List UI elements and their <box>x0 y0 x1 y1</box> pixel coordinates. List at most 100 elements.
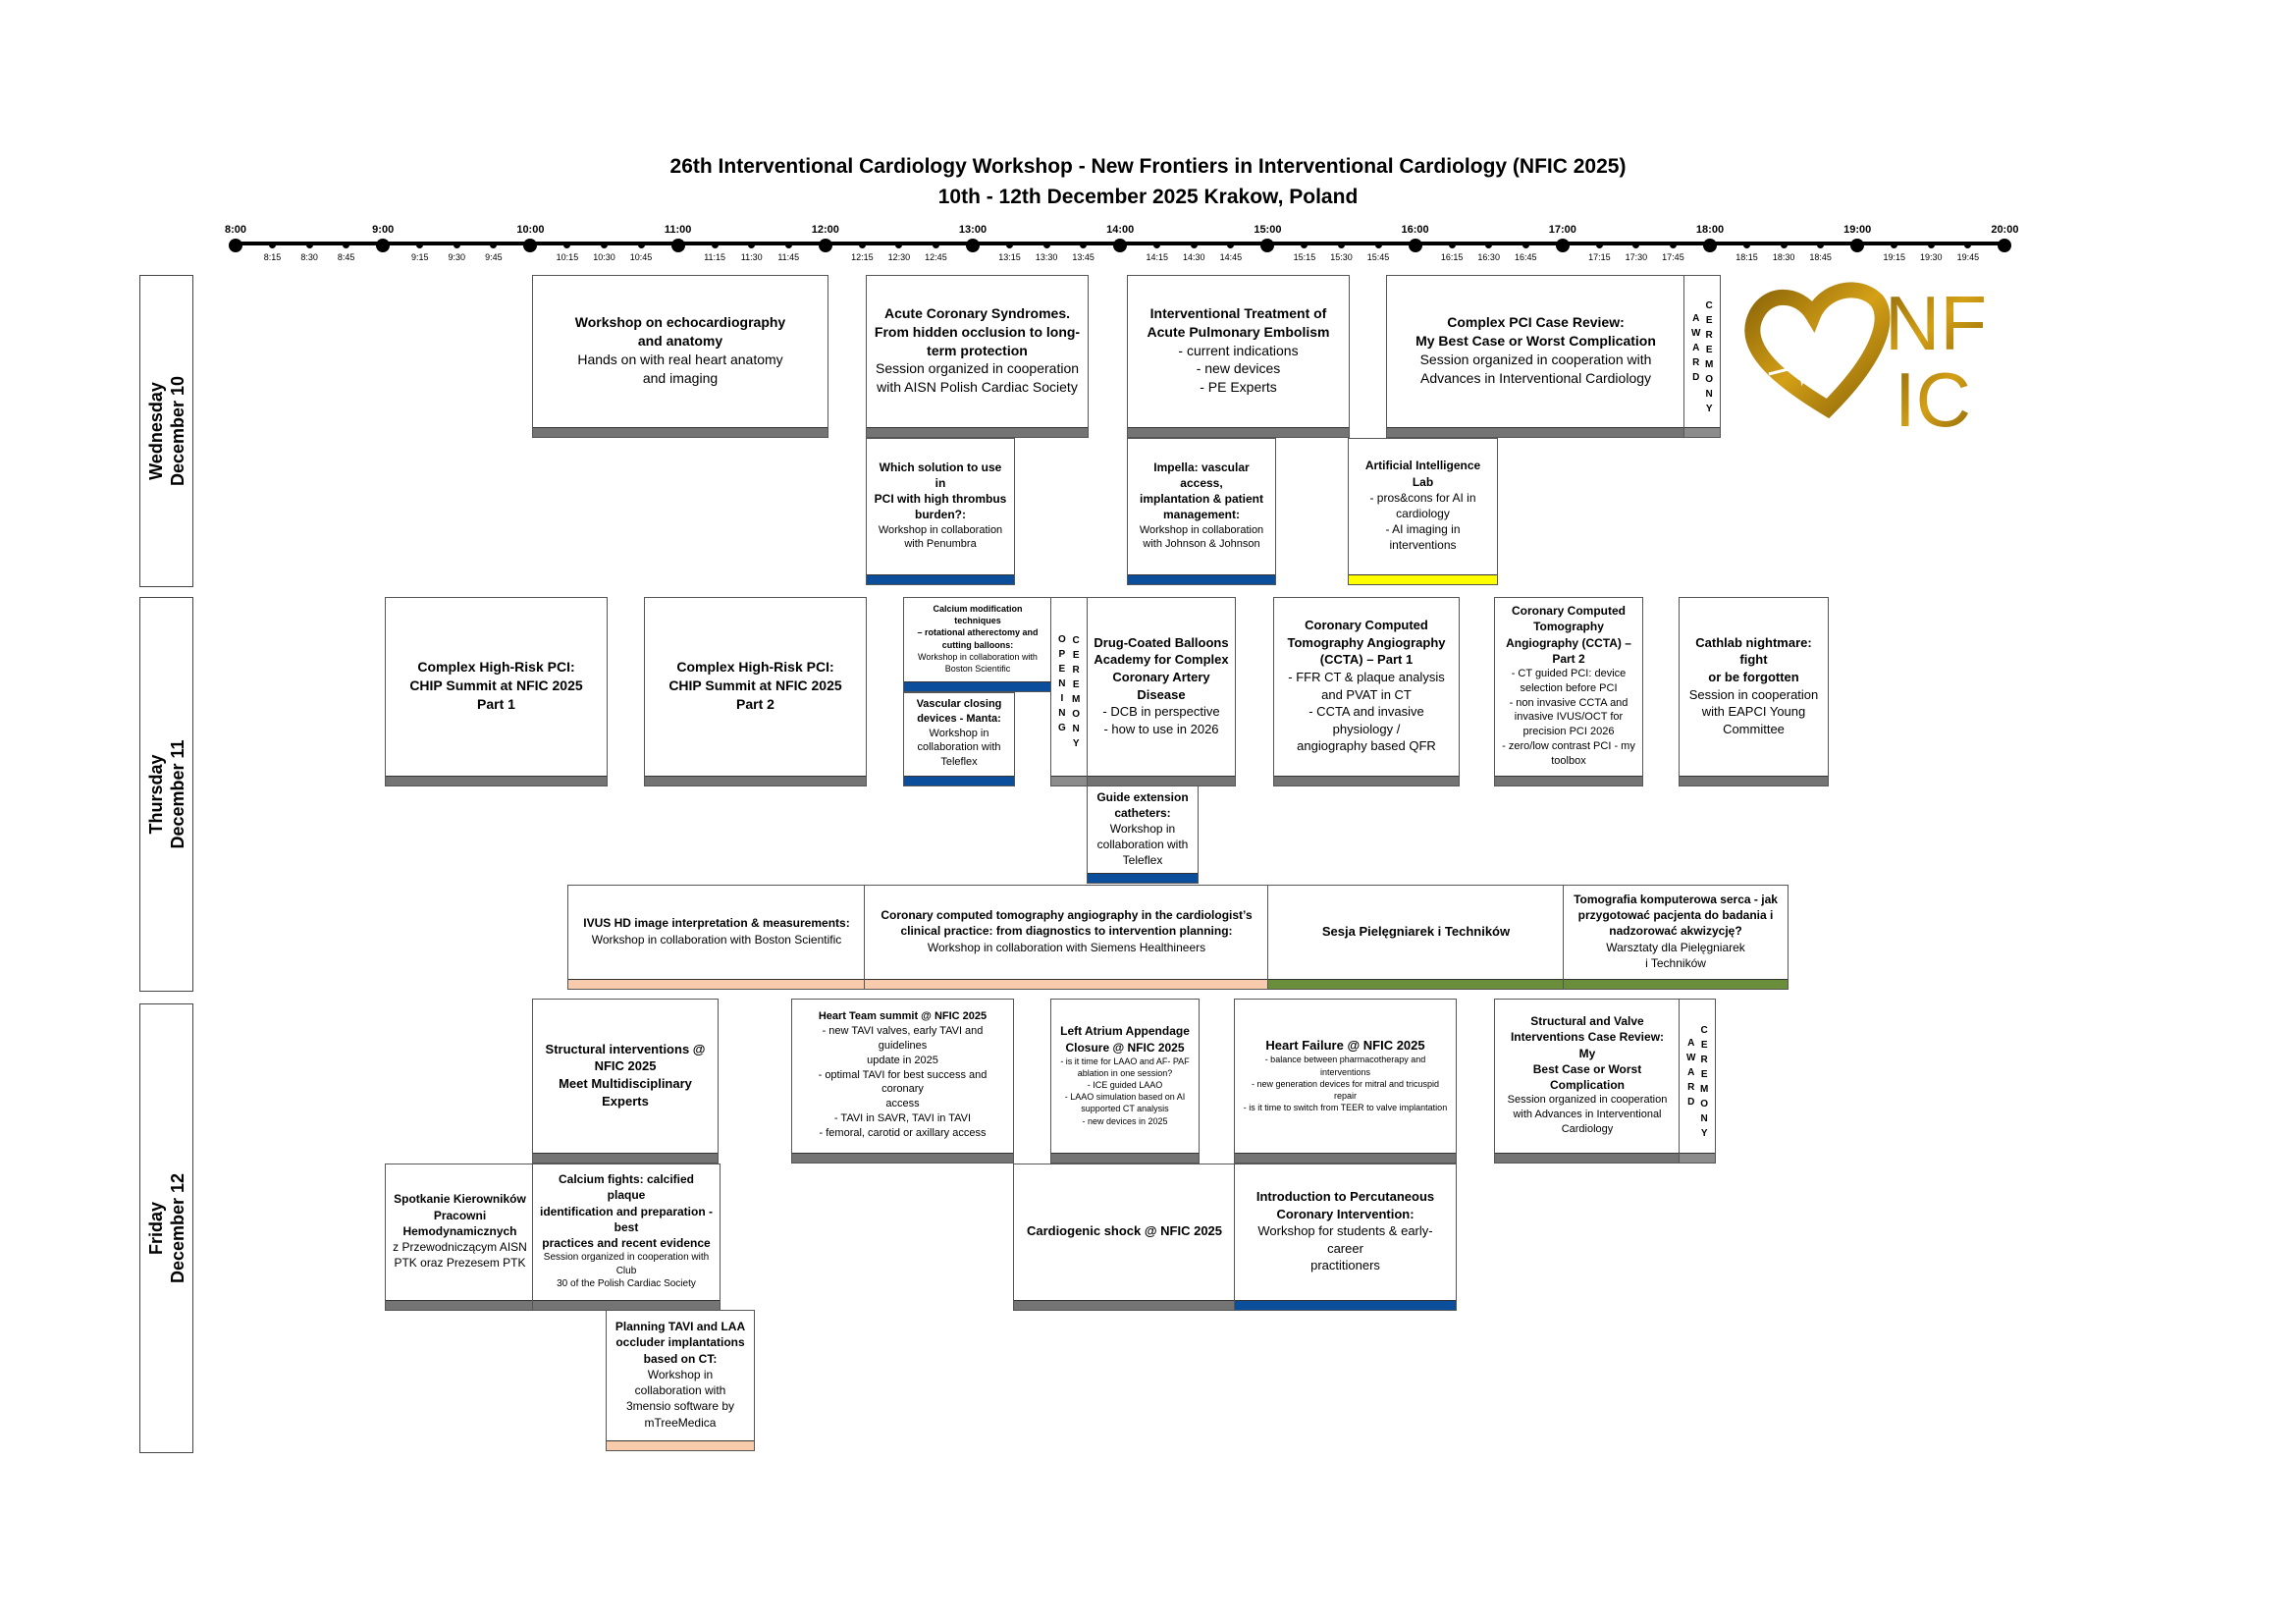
session-impella-workshop[interactable]: Impella: vascular access,implantation & … <box>1127 438 1276 585</box>
color-bar <box>1274 776 1459 785</box>
session-title: przygotować pacjenta do badania i <box>1577 908 1774 923</box>
session-description: - AI imaging in <box>1385 522 1461 537</box>
session-title: Coronary Artery Disease <box>1112 669 1210 702</box>
session-description: - is it time for LAAO and AF- PAF <box>1060 1056 1190 1066</box>
session-chip-summit-part1[interactable]: Complex High-Risk PCI:CHIP Summit at NFI… <box>385 597 608 786</box>
quarter-label: 8:30 <box>300 252 318 262</box>
hour-dot-icon <box>1113 239 1128 252</box>
session-title: Tomography <box>1533 620 1604 634</box>
session-nurses[interactable]: Sesja Pielęgniarek i Techników <box>1267 885 1565 990</box>
session-description: - CCTA and invasive physiology / <box>1308 704 1424 736</box>
session-chip-summit-part2[interactable]: Complex High-Risk PCI:CHIP Summit at NFI… <box>644 597 867 786</box>
hour-label: 20:00 <box>1991 224 2019 236</box>
session-title: Acute Pulmonary Embolism <box>1147 323 1330 340</box>
hour-dot-icon <box>670 239 685 252</box>
session-acute-coronary-syndromes[interactable]: Acute Coronary Syndromes.From hidden occ… <box>866 275 1089 438</box>
session-description: update in 2025 <box>867 1054 938 1066</box>
quarter-dot-icon <box>601 241 608 248</box>
session-description: - how to use in 2026 <box>1103 721 1219 736</box>
session-title: CHIP Summit at NFIC 2025 <box>668 677 842 694</box>
session-title: Closure @ NFIC 2025 <box>1065 1040 1185 1055</box>
hour-label: 12:00 <box>811 224 839 236</box>
session-ct-cardiologist[interactable]: Coronary computed tomography angiography… <box>864 885 1269 990</box>
session-title: Left Atrium Appendage <box>1060 1024 1190 1039</box>
session-title: Complex High-Risk PCI: <box>417 659 575 676</box>
session-complex-pci-case-review[interactable]: Complex PCI Case Review:My Best Case or … <box>1386 275 1685 438</box>
session-description: with Johnson & Johnson <box>1143 538 1260 551</box>
color-bar <box>1684 427 1720 437</box>
color-bar <box>904 681 1051 691</box>
quarter-label: 14:30 <box>1183 252 1205 262</box>
color-bar <box>1349 574 1497 584</box>
session-title: Tomography Angiography <box>1287 634 1446 650</box>
session-description: collaboration with <box>1096 838 1189 852</box>
day-name: Thursday <box>145 754 166 835</box>
quarter-label: 16:15 <box>1440 252 1464 262</box>
hour-dot-icon <box>818 239 832 252</box>
color-bar <box>1051 776 1087 785</box>
hour-label: 8:00 <box>224 224 247 236</box>
session-cardiogenic-shock[interactable]: Cardiogenic shock @ NFIC 2025 <box>1013 1164 1236 1311</box>
session-description: Hands on with real heart anatomy <box>577 352 783 367</box>
quarter-label: 17:30 <box>1625 252 1648 262</box>
quarter-dot-icon <box>1964 241 1972 248</box>
hour-dot-icon <box>966 239 980 252</box>
color-bar <box>533 1153 718 1163</box>
quarter-label: 17:15 <box>1588 252 1611 262</box>
quarter-dot-icon <box>1042 241 1050 248</box>
hour-label: 11:00 <box>664 224 692 236</box>
quarter-dot-icon <box>1153 241 1161 248</box>
session-heart-team-summit[interactable]: Heart Team summit @ NFIC 2025- new TAVI … <box>791 999 1014 1164</box>
color-bar <box>867 427 1088 437</box>
session-ivus-hd[interactable]: IVUS HD image interpretation & measureme… <box>567 885 866 990</box>
quarter-label: 15:15 <box>1293 252 1316 262</box>
color-bar <box>865 979 1268 989</box>
hour-label: 19:00 <box>1843 224 1872 236</box>
session-description: i Techników <box>1645 955 1706 970</box>
quarter-label: 11:30 <box>740 252 763 262</box>
color-bar <box>568 979 865 989</box>
session-title: From hidden occlusion to long- <box>874 323 1081 340</box>
quarter-dot-icon <box>784 241 792 248</box>
session-description: - ICE guided LAAO <box>1087 1080 1163 1091</box>
quarter-label: 12:15 <box>851 252 874 262</box>
session-description: selection before PCI <box>1520 681 1618 694</box>
session-description: - new TAVI valves, early TAVI and guidel… <box>822 1025 984 1052</box>
quarter-dot-icon <box>932 241 939 248</box>
hour-label: 18:00 <box>1695 224 1725 236</box>
quarter-label: 18:30 <box>1772 252 1795 262</box>
session-description: toolbox <box>1551 755 1586 768</box>
session-ai-lab[interactable]: Artificial Intelligence Lab- pros&cons f… <box>1348 438 1498 585</box>
session-heart-failure[interactable]: Heart Failure @ NFIC 2025- balance betwe… <box>1234 999 1457 1164</box>
day-date: December 11 <box>167 739 187 849</box>
quarter-dot-icon <box>1485 241 1493 248</box>
session-description: - non invasive CCTA and <box>1509 696 1629 709</box>
color-bar <box>1128 427 1349 437</box>
session-description: Teleflex <box>1122 853 1163 868</box>
quarter-dot-icon <box>490 241 498 248</box>
quarter-dot-icon <box>1374 241 1382 248</box>
session-calcium-modification[interactable]: Calcium modification techniques– rotatio… <box>903 597 1052 692</box>
session-title: Cardiogenic shock @ NFIC 2025 <box>1026 1223 1223 1239</box>
